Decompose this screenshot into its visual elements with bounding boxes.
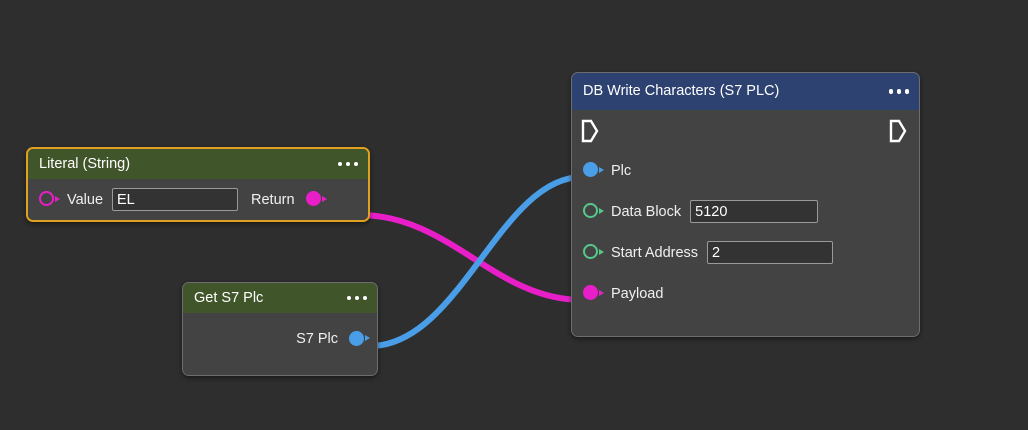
- port-label-plc: Plc: [611, 162, 632, 179]
- node-db-write-characters[interactable]: DB Write Characters (S7 PLC): [571, 72, 920, 337]
- node-menu-literal[interactable]: [330, 161, 358, 167]
- node-body-get-s7-plc: S7 Plc: [183, 313, 377, 375]
- node-literal-string[interactable]: Literal (String) Value Return: [26, 147, 370, 222]
- node-title-literal: Literal (String): [39, 155, 131, 172]
- port-row-data-block: Data Block: [572, 191, 919, 232]
- port-db-write-plc[interactable]: [583, 162, 604, 179]
- node-body-db-write: Plc Data Block Start Address: [572, 110, 919, 336]
- port-db-write-start-address[interactable]: [583, 244, 604, 261]
- node-get-s7-plc[interactable]: Get S7 Plc S7 Plc: [182, 282, 378, 376]
- node-header-literal[interactable]: Literal (String): [28, 149, 368, 179]
- port-literal-value-input[interactable]: [39, 191, 60, 208]
- node-header-get-s7-plc[interactable]: Get S7 Plc: [183, 283, 377, 313]
- node-title-db-write: DB Write Characters (S7 PLC): [583, 83, 780, 100]
- node-header-db-write[interactable]: DB Write Characters (S7 PLC): [572, 73, 919, 110]
- port-row-payload: Payload: [572, 273, 919, 314]
- literal-value-input[interactable]: [112, 188, 239, 211]
- edge-literal-return-to-payload: [357, 212, 585, 303]
- node-body-literal: Value Return: [28, 179, 368, 220]
- port-label-value: Value: [67, 191, 104, 208]
- port-label-data-block: Data Block: [611, 203, 682, 220]
- node-title-get-s7-plc: Get S7 Plc: [194, 289, 264, 306]
- start-address-input[interactable]: [707, 241, 834, 264]
- port-get-s7-plc-output[interactable]: [349, 330, 370, 348]
- port-label-start-address: Start Address: [611, 244, 699, 261]
- node-menu-get-s7-plc[interactable]: [339, 295, 367, 301]
- port-label-return: Return: [251, 191, 295, 208]
- port-literal-return-output[interactable]: [305, 191, 327, 208]
- edge-s7plc-to-plc: [367, 174, 585, 349]
- port-label-payload: Payload: [611, 285, 664, 302]
- port-row-plc: Plc: [572, 150, 919, 191]
- port-row-start-address: Start Address: [572, 232, 919, 273]
- port-db-write-data-block[interactable]: [583, 203, 604, 220]
- port-row-s7-plc-output: S7 Plc: [183, 313, 377, 365]
- exec-in-pin-icon[interactable]: [581, 119, 599, 143]
- data-block-input[interactable]: [690, 200, 819, 223]
- exec-pin-row: [572, 110, 919, 150]
- node-menu-db-write[interactable]: [881, 89, 909, 94]
- port-label-s7-plc: S7 Plc: [296, 331, 338, 347]
- port-db-write-payload[interactable]: [583, 285, 604, 302]
- port-row-literal-value: Value Return: [28, 179, 368, 220]
- exec-out-pin-icon[interactable]: [889, 119, 907, 143]
